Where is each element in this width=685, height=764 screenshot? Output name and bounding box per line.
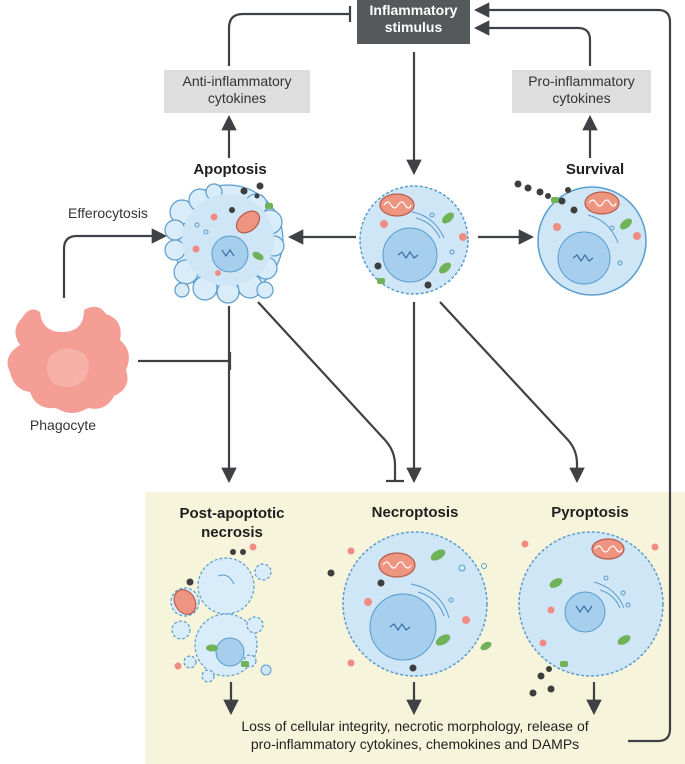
outcome-line1: Loss of cellular integrity, necrotic mor… (241, 718, 589, 734)
stimulus-line1: Inflammatory (369, 2, 458, 18)
central-cell (359, 185, 469, 295)
necroptotic-cell (342, 531, 488, 677)
efferocytosis-label: Efferocytosis (68, 205, 148, 221)
arrow-efferocytosis (62, 228, 168, 298)
central-nucleus (382, 227, 438, 283)
released-damps-pyroptosis (521, 540, 659, 697)
post-apoptotic-line2: necrosis (201, 524, 263, 541)
released-cytokines-survival (514, 180, 578, 214)
central-mitochondrion (379, 193, 415, 217)
pyroptosis-label: Pyroptosis (551, 504, 629, 521)
pyroptotic-cell (518, 531, 664, 677)
pyroptosis-nucleus (564, 591, 606, 633)
survival-cell (537, 186, 647, 296)
postapoptotic-mitochondrion (173, 589, 197, 615)
post-apoptotic-line1: Post-apoptotic (179, 505, 285, 522)
necroptosis-label: Necroptosis (371, 504, 459, 521)
pro-line2: cytokines (552, 90, 611, 106)
outcome-text: Loss of cellular integrity, necrotic mor… (196, 717, 634, 753)
anti-line2: cytokines (207, 90, 267, 106)
arrow-feedback-loop (473, 2, 672, 743)
anti-line1: Anti-inflammatory (182, 73, 292, 89)
apoptotic-mitochondrion (235, 210, 261, 234)
post-apoptotic-cell (170, 543, 272, 683)
arrow-pro-to-stimulus (473, 20, 592, 66)
pyroptosis-mitochondrion (591, 538, 625, 560)
post-apoptotic-necrosis-label: Post-apoptotic necrosis (152, 504, 312, 542)
stimulus-line2: stimulus (384, 19, 443, 35)
inhibit-anti-to-stimulus (227, 12, 349, 66)
apoptotic-cell (164, 182, 285, 304)
apoptosis-label: Apoptosis (193, 161, 267, 178)
survival-nucleus (557, 231, 611, 285)
anti-inflammatory-cytokines-box: Anti-inflammatory cytokines (164, 70, 310, 113)
inhibit-apoptosis-to-necroptosis (257, 301, 397, 480)
necroptosis-nucleus (369, 593, 437, 661)
inflammatory-stimulus-box: Inflammatory stimulus (357, 0, 470, 44)
phagocyte-label: Phagocyte (29, 417, 97, 433)
released-damps-necroptosis (327, 547, 492, 667)
survival-label: Survival (565, 161, 625, 178)
pro-line1: Pro-inflammatory (528, 73, 635, 89)
survival-mitochondrion (584, 191, 620, 215)
outcome-line2: pro-inflammatory cytokines, chemokines a… (250, 736, 580, 752)
apoptotic-nucleus (211, 235, 249, 273)
arrow-cell-to-pyroptosis (439, 301, 585, 484)
pro-inflammatory-cytokines-box: Pro-inflammatory cytokines (512, 70, 651, 113)
phagocyte-cell (7, 306, 129, 413)
